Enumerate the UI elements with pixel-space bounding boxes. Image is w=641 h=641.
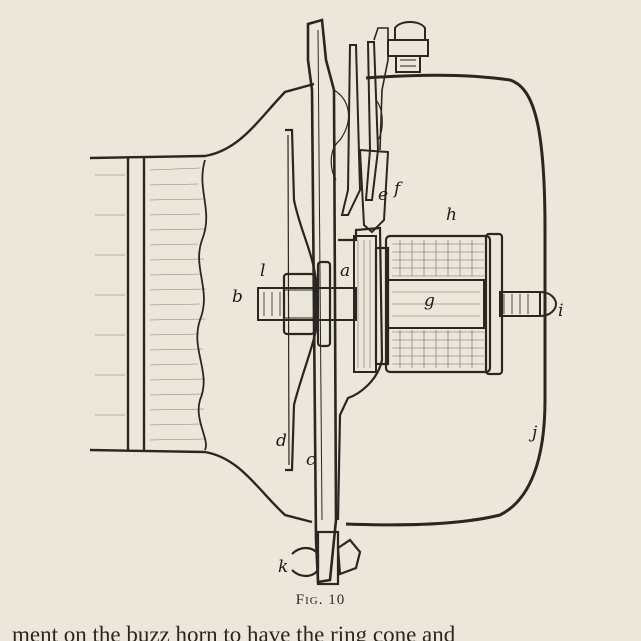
central-shaft — [257, 287, 558, 321]
horn-hatching — [95, 167, 207, 441]
label-c: c — [306, 450, 316, 470]
horn-ring-band — [126, 158, 146, 450]
body-text-line: ment on the buzz horn to have the ring c… — [12, 622, 456, 641]
label-d: d — [276, 431, 287, 451]
adjusting-nut-l — [282, 260, 332, 348]
label-g: g — [424, 291, 435, 311]
label-a: a — [340, 261, 350, 281]
label-h: h — [446, 205, 457, 225]
mounting-plate-c — [306, 18, 338, 584]
diaphragm-d — [285, 128, 318, 472]
case-back-j — [345, 73, 547, 527]
label-l: l — [260, 261, 265, 281]
label-i: i — [558, 301, 563, 321]
label-k: k — [278, 557, 288, 577]
label-j: j — [528, 423, 538, 443]
armature-a — [353, 235, 377, 373]
label-e: e — [378, 185, 388, 205]
terminal-screw-top — [387, 21, 429, 73]
core-g — [387, 279, 485, 329]
bottom-clamp-screw-k — [291, 530, 362, 586]
inner-cup — [336, 226, 384, 521]
figure-caption: Fig. 10 — [295, 592, 346, 608]
label-b: b — [232, 287, 243, 307]
horn-flare — [89, 82, 315, 524]
label-f: f — [392, 179, 403, 199]
coil-windings — [392, 240, 484, 368]
